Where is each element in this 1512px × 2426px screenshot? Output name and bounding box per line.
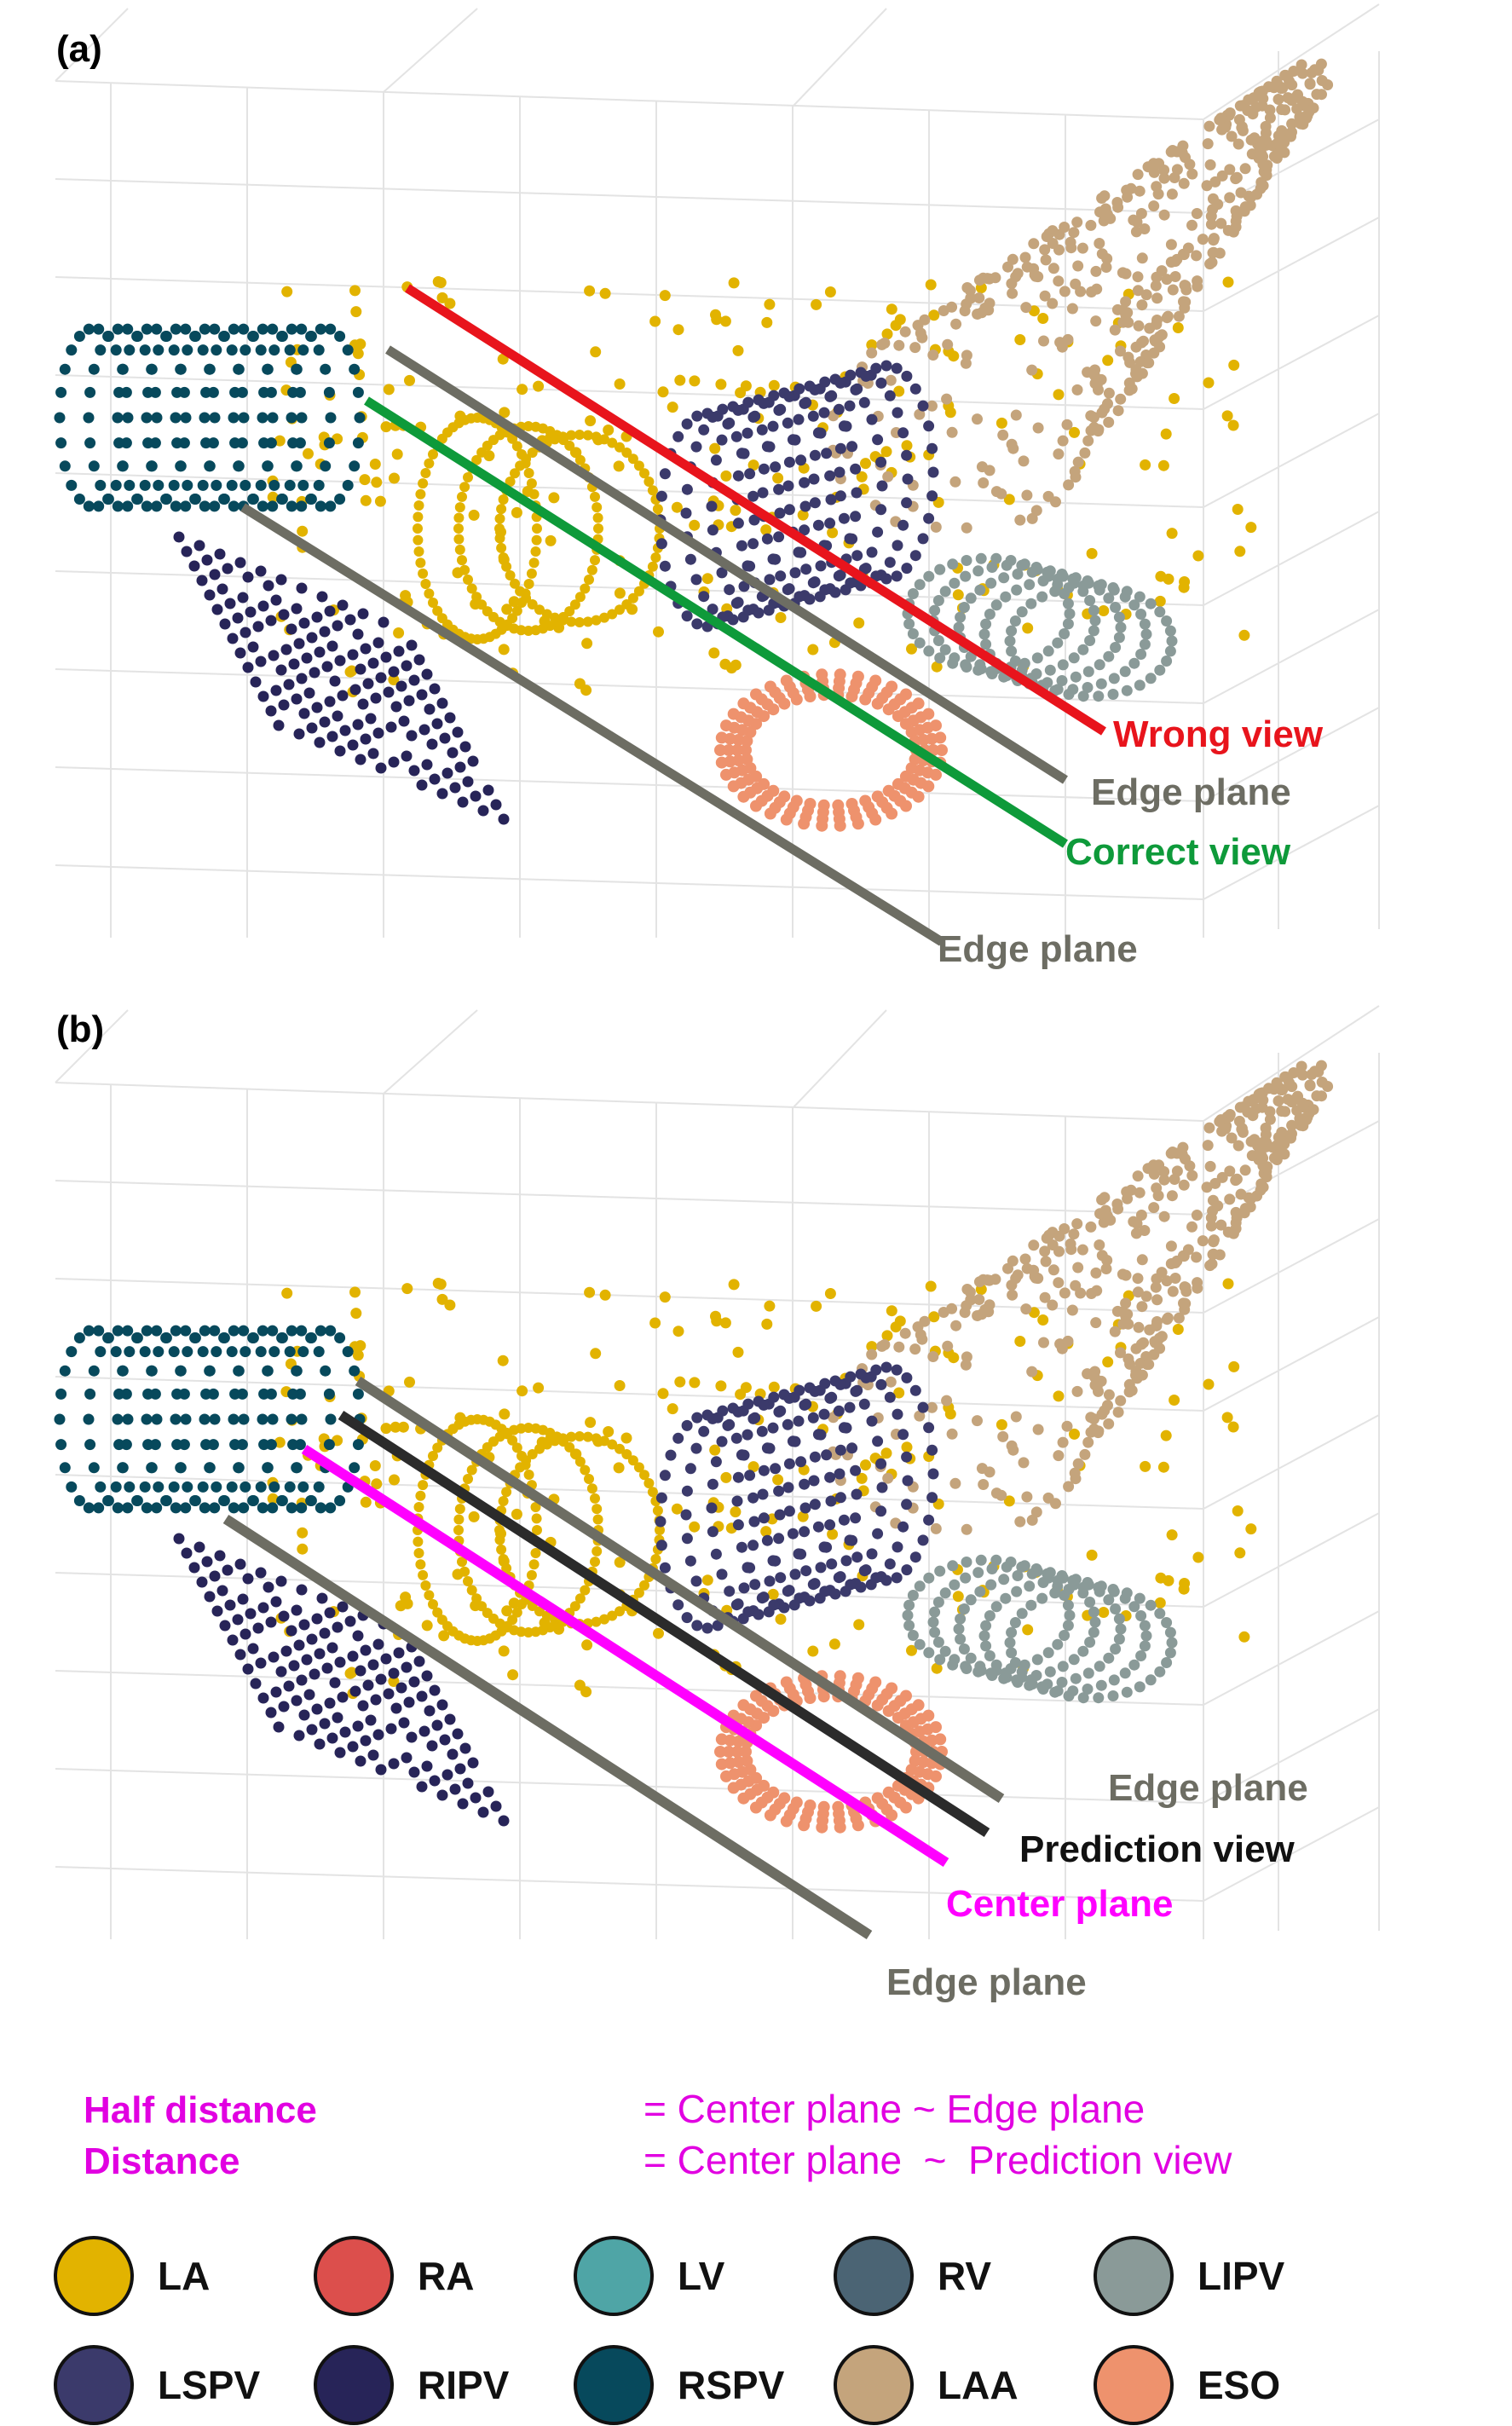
panel-a-correct-view-label: Correct view [1065,831,1291,873]
legend-swatch-ripv [314,2345,394,2425]
legend-swatch-ra [314,2236,394,2316]
legend-swatch-rspv [574,2345,654,2425]
legend-label-lv: LV [678,2254,725,2298]
legend-label-lspv: LSPV [158,2363,260,2407]
panel-a-edge-plane-lower-line [240,503,944,946]
legend-swatch-lv [574,2236,654,2316]
panel-b-edge-plane-lower-label: Edge plane [886,1961,1087,2003]
panel-b-prediction-view-label: Prediction view [1019,1828,1296,1870]
panel-b-label: (b) [56,1008,104,1050]
panel-b-center-plane-label: Center plane [946,1883,1174,1925]
panel-a-edge-plane-upper-label: Edge plane [1091,771,1291,813]
legend-label-ra: RA [418,2254,474,2298]
legend-label-lipv: LIPV [1197,2254,1285,2298]
structure-legend: LA RA LV RV LIPV LSPV RIPV RSPV LAA ESO [54,2236,1285,2425]
legend-swatch-la [54,2236,134,2316]
panel-a-planes [240,284,1106,946]
legend-swatch-lipv [1094,2236,1174,2316]
legend-label-la: LA [158,2254,210,2298]
legend-swatch-laa [834,2345,914,2425]
panel-a-wrong-view-label: Wrong view [1113,713,1324,755]
definitions: Half distance = Center plane ~ Edge plan… [84,2087,1232,2182]
panel-b-prediction-view-line [338,1410,990,1838]
legend-label-rspv: RSPV [678,2363,785,2407]
panel-a: (a) Wrong view Edge plane Correct view E… [54,3,1380,970]
panel-b-edge-plane-upper-line [355,1376,1005,1804]
legend-label-rv: RV [938,2254,991,2298]
legend-label-ripv: RIPV [418,2363,510,2407]
panel-b-center-plane-line [301,1444,949,1868]
legend-swatch-eso [1094,2345,1174,2425]
definition-text-distance: = Center plane ~ Prediction view [643,2138,1232,2182]
definition-text-half-distance: = Center plane ~ Edge plane [643,2087,1145,2131]
panel-a-grid [55,3,1380,938]
definition-term-half-distance: Half distance [84,2089,317,2131]
legend-label-laa: LAA [938,2363,1019,2407]
panel-a-wrong-view-line [405,284,1106,736]
panel-b-edge-plane-upper-label: Edge plane [1108,1767,1308,1809]
panel-a-correct-view-line [364,396,1068,848]
legend-swatch-lspv [54,2345,134,2425]
definition-term-distance: Distance [84,2140,239,2182]
legend-swatch-rv [834,2236,914,2316]
panel-b-edge-plane-lower-line [222,1514,873,1940]
panel-a-label: (a) [56,28,102,70]
panel-b-point-cloud [54,1060,1334,1834]
legend-label-eso: ESO [1197,2363,1280,2407]
panel-b-planes [222,1376,1005,1940]
panel-a-edge-plane-upper-line [385,345,1068,784]
panel-a-edge-plane-lower-label: Edge plane [938,928,1138,970]
panel-a-point-cloud [54,58,1334,832]
panel-b: (b) Edge plane Prediction view Center pl… [54,1005,1380,2003]
